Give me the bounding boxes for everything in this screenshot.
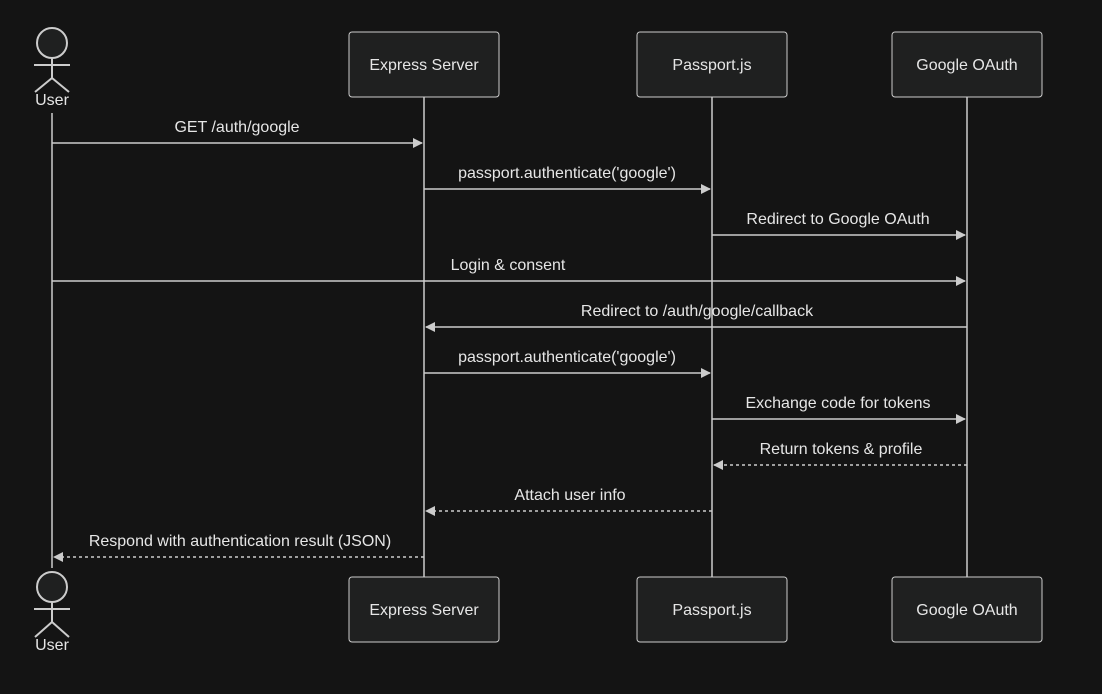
message-8: Return tokens & profile: [713, 441, 967, 470]
participant-passport-top: Passport.js: [636, 31, 788, 98]
message-7: Exchange code for tokens: [712, 395, 966, 424]
participant-google-label-bottom: Google OAuth: [916, 602, 1017, 619]
participant-passport-bottom: Passport.js: [636, 576, 788, 643]
message-3: Redirect to Google OAuth: [712, 211, 966, 240]
message-4: Login & consent: [52, 257, 966, 286]
user-left-leg-icon: [34, 77, 53, 93]
message-1: GET /auth/google: [52, 119, 423, 148]
user-left-leg-icon: [34, 621, 53, 638]
message-6-label: passport.authenticate('google'): [458, 349, 676, 366]
message-10: Respond with authentication result (JSON…: [53, 533, 424, 562]
participant-passport-label-top: Passport.js: [672, 57, 751, 74]
user-right-leg-icon: [51, 77, 70, 93]
message-2: passport.authenticate('google'): [424, 165, 711, 194]
participant-express-top: Express Server: [348, 31, 500, 98]
participant-google-label-top: Google OAuth: [916, 57, 1017, 74]
user-head-icon: [36, 27, 68, 59]
message-10-label: Respond with authentication result (JSON…: [89, 533, 391, 550]
participant-google-bottom: Google OAuth: [891, 576, 1043, 643]
message-1-label: GET /auth/google: [174, 119, 299, 136]
actor-user-bottom: User: [34, 571, 70, 654]
message-3-label: Redirect to Google OAuth: [746, 211, 929, 228]
message-6: passport.authenticate('google'): [424, 349, 711, 378]
message-5: Redirect to /auth/google/callback: [425, 303, 967, 332]
actor-user-top: User: [34, 27, 70, 109]
user-right-leg-icon: [51, 621, 70, 638]
message-8-label: Return tokens & profile: [760, 441, 923, 458]
actor-user-label-bottom: User: [35, 637, 69, 654]
message-5-label: Redirect to /auth/google/callback: [581, 303, 814, 320]
participant-passport-label-bottom: Passport.js: [672, 602, 751, 619]
message-7-label: Exchange code for tokens: [745, 395, 930, 412]
participant-express-label-bottom: Express Server: [369, 602, 479, 619]
message-9: Attach user info: [425, 487, 712, 516]
message-2-label: passport.authenticate('google'): [458, 165, 676, 182]
user-head-icon: [36, 571, 68, 603]
message-9-label: Attach user info: [514, 487, 625, 504]
participant-express-bottom: Express Server: [348, 576, 500, 643]
actor-user-label-top: User: [35, 92, 69, 109]
participant-google-top: Google OAuth: [891, 31, 1043, 98]
participant-express-label-top: Express Server: [369, 57, 479, 74]
message-4-label: Login & consent: [451, 257, 566, 274]
